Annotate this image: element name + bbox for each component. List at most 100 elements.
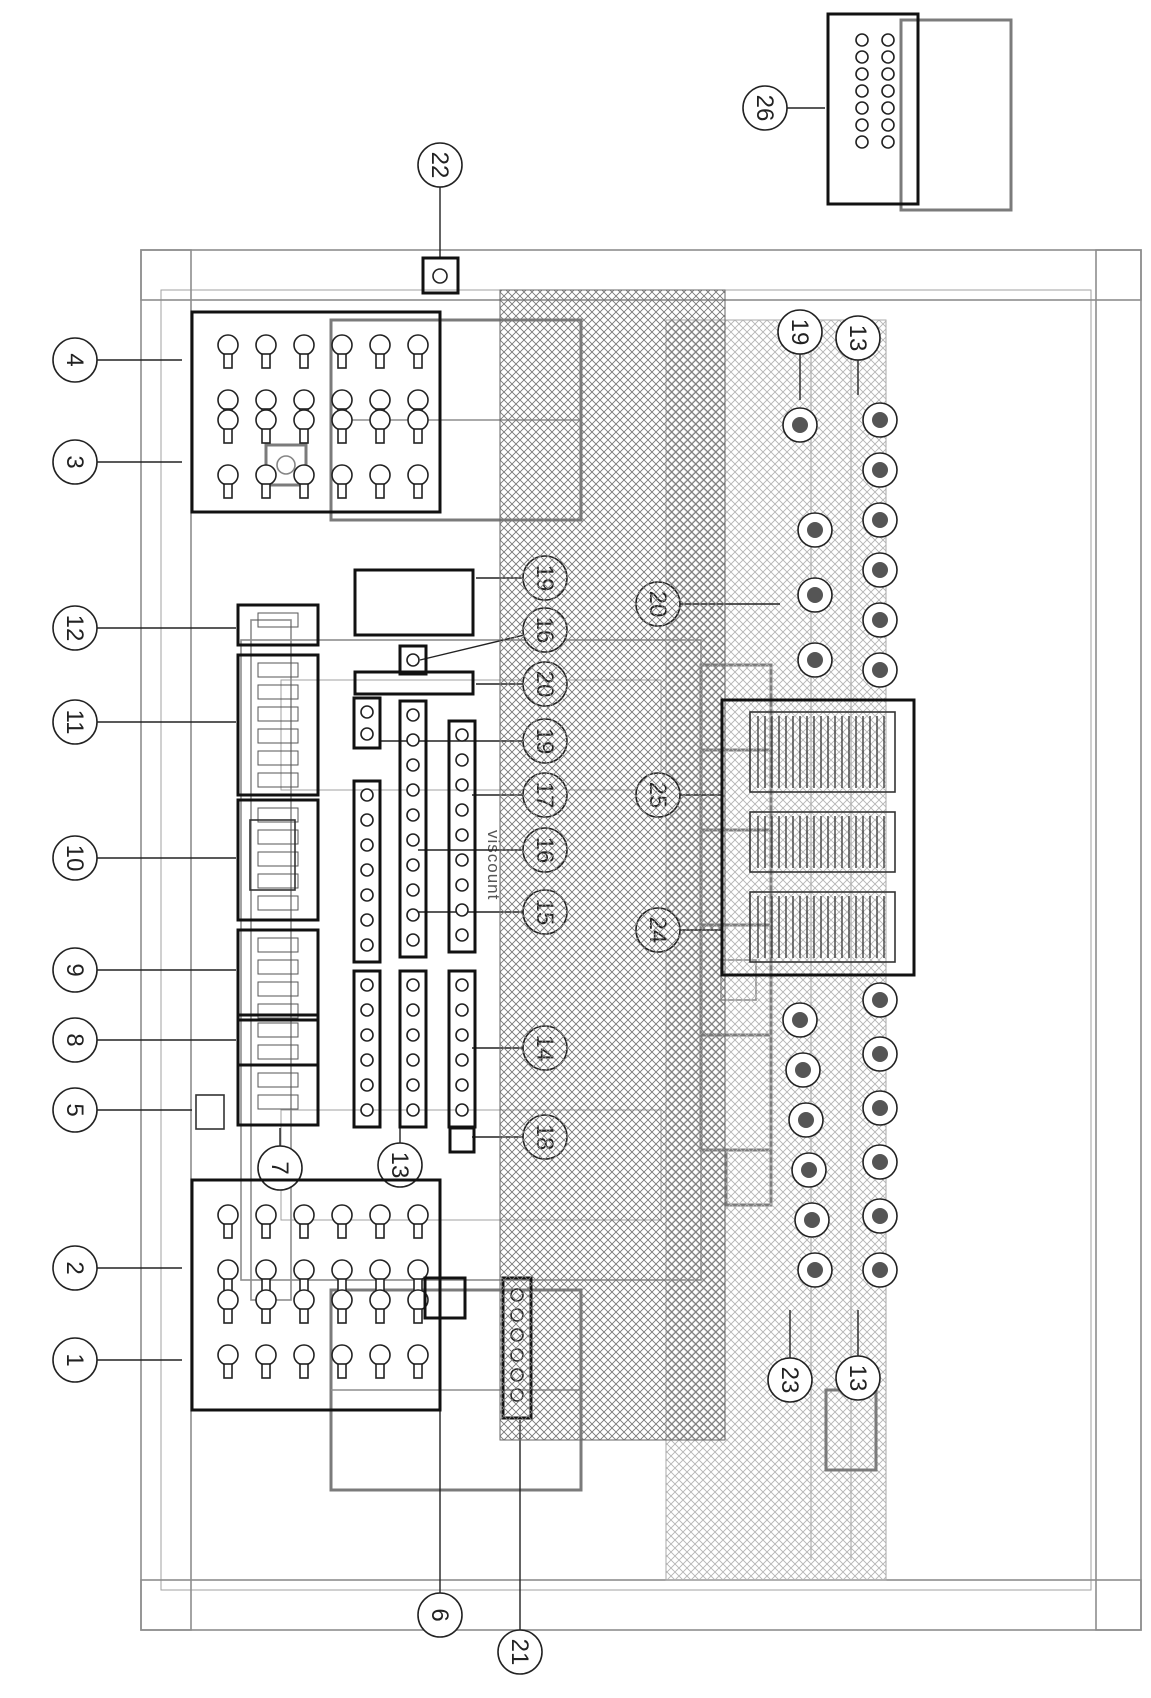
callout-label: 11 xyxy=(61,710,88,735)
callout-label: 12 xyxy=(61,615,88,642)
callout-1: 1 xyxy=(52,1337,98,1383)
stop-knob xyxy=(407,409,429,431)
stop-knob xyxy=(255,334,277,356)
callout-21: 21 xyxy=(497,1629,543,1675)
rear-connector-panel xyxy=(826,12,920,206)
piston xyxy=(406,908,420,922)
stop-knob xyxy=(331,1344,353,1366)
callout-2: 2 xyxy=(52,1245,98,1291)
piston xyxy=(455,878,469,892)
stop-knob xyxy=(217,1344,239,1366)
callout-label: 10 xyxy=(61,845,88,872)
piston-18 xyxy=(448,1126,476,1154)
stop-knob xyxy=(255,1204,277,1226)
callout-7: 7 xyxy=(257,1145,303,1191)
piston xyxy=(455,803,469,817)
piston xyxy=(360,788,374,802)
brand-label: viscount xyxy=(484,830,503,900)
callout-13-upper: 13 xyxy=(835,315,881,361)
stop-knobs-jamb-2 xyxy=(217,1204,429,1294)
rear-panel xyxy=(899,18,1013,212)
callout-label: 7 xyxy=(266,1161,293,1174)
piston xyxy=(406,783,420,797)
stop-knob xyxy=(407,334,429,356)
stop-knob xyxy=(255,1289,277,1311)
piston xyxy=(406,708,420,722)
piston-rail-15 xyxy=(352,779,382,964)
stop-knob xyxy=(217,389,239,411)
piston-rail-19 xyxy=(352,696,382,750)
callout-label: 6 xyxy=(426,1608,453,1621)
stop-knob xyxy=(217,464,239,486)
stop-knob xyxy=(217,1204,239,1226)
callout-label: 23 xyxy=(776,1367,803,1394)
control-panel xyxy=(236,603,320,647)
callout-5: 5 xyxy=(52,1087,98,1133)
stop-knob xyxy=(331,1259,353,1281)
piston-rail-13a xyxy=(352,969,382,1129)
piston xyxy=(455,828,469,842)
piston xyxy=(360,1003,374,1017)
callout-11: 11 xyxy=(52,699,98,745)
stop-knob xyxy=(293,1259,315,1281)
piston xyxy=(406,758,420,772)
piston xyxy=(455,1053,469,1067)
callout-label: 13 xyxy=(844,1365,871,1392)
panel-5 xyxy=(195,1094,225,1130)
piston xyxy=(406,883,420,897)
stop-knob xyxy=(369,1344,391,1366)
stop-knobs-jamb-3 xyxy=(217,334,429,424)
pedal-housing xyxy=(720,698,916,977)
callout-4: 4 xyxy=(52,337,98,383)
stop-knob xyxy=(369,389,391,411)
callout-label: 26 xyxy=(751,95,778,122)
piston-rail-13b xyxy=(398,969,428,1129)
control-panel xyxy=(236,798,320,922)
display-screen xyxy=(249,819,296,891)
stop-knob xyxy=(255,389,277,411)
piston xyxy=(360,978,374,992)
stop-knob xyxy=(407,464,429,486)
piston xyxy=(406,1003,420,1017)
stop-knob xyxy=(293,1289,315,1311)
headphone-socket xyxy=(421,256,460,295)
stop-knob xyxy=(255,1344,277,1366)
piston xyxy=(360,913,374,927)
callout-label: 1 xyxy=(61,1353,88,1366)
callout-8: 8 xyxy=(52,1017,98,1063)
piston xyxy=(406,833,420,847)
stop-knob xyxy=(331,389,353,411)
expression-pedal xyxy=(749,711,896,793)
callout-label: 2 xyxy=(61,1261,88,1274)
piston xyxy=(406,978,420,992)
piston xyxy=(455,903,469,917)
piston xyxy=(406,1078,420,1092)
piston-rail-16b xyxy=(398,644,428,676)
piston xyxy=(360,888,374,902)
piston xyxy=(406,933,420,947)
callout-22: 22 xyxy=(417,142,463,188)
piston xyxy=(455,753,469,767)
stop-knob xyxy=(369,409,391,431)
control-panel xyxy=(236,1063,320,1127)
toe-studs-13a xyxy=(862,982,898,1288)
callout-12: 12 xyxy=(52,605,98,651)
stop-knob xyxy=(369,1289,391,1311)
piston xyxy=(406,858,420,872)
piston xyxy=(455,728,469,742)
stop-knob xyxy=(293,409,315,431)
callout-label: 21 xyxy=(506,1639,533,1666)
stop-knob xyxy=(331,1204,353,1226)
stop-knob xyxy=(331,334,353,356)
callout-label: 8 xyxy=(61,1033,88,1046)
stop-knob xyxy=(217,409,239,431)
piston xyxy=(455,928,469,942)
stop-knob xyxy=(369,1259,391,1281)
piston-rail-16 xyxy=(398,699,428,959)
stop-knob xyxy=(293,389,315,411)
stop-knob xyxy=(407,1204,429,1226)
toe-studs-13b xyxy=(862,402,898,688)
toe-studs-23 xyxy=(782,1002,833,1288)
piston xyxy=(406,1028,420,1042)
